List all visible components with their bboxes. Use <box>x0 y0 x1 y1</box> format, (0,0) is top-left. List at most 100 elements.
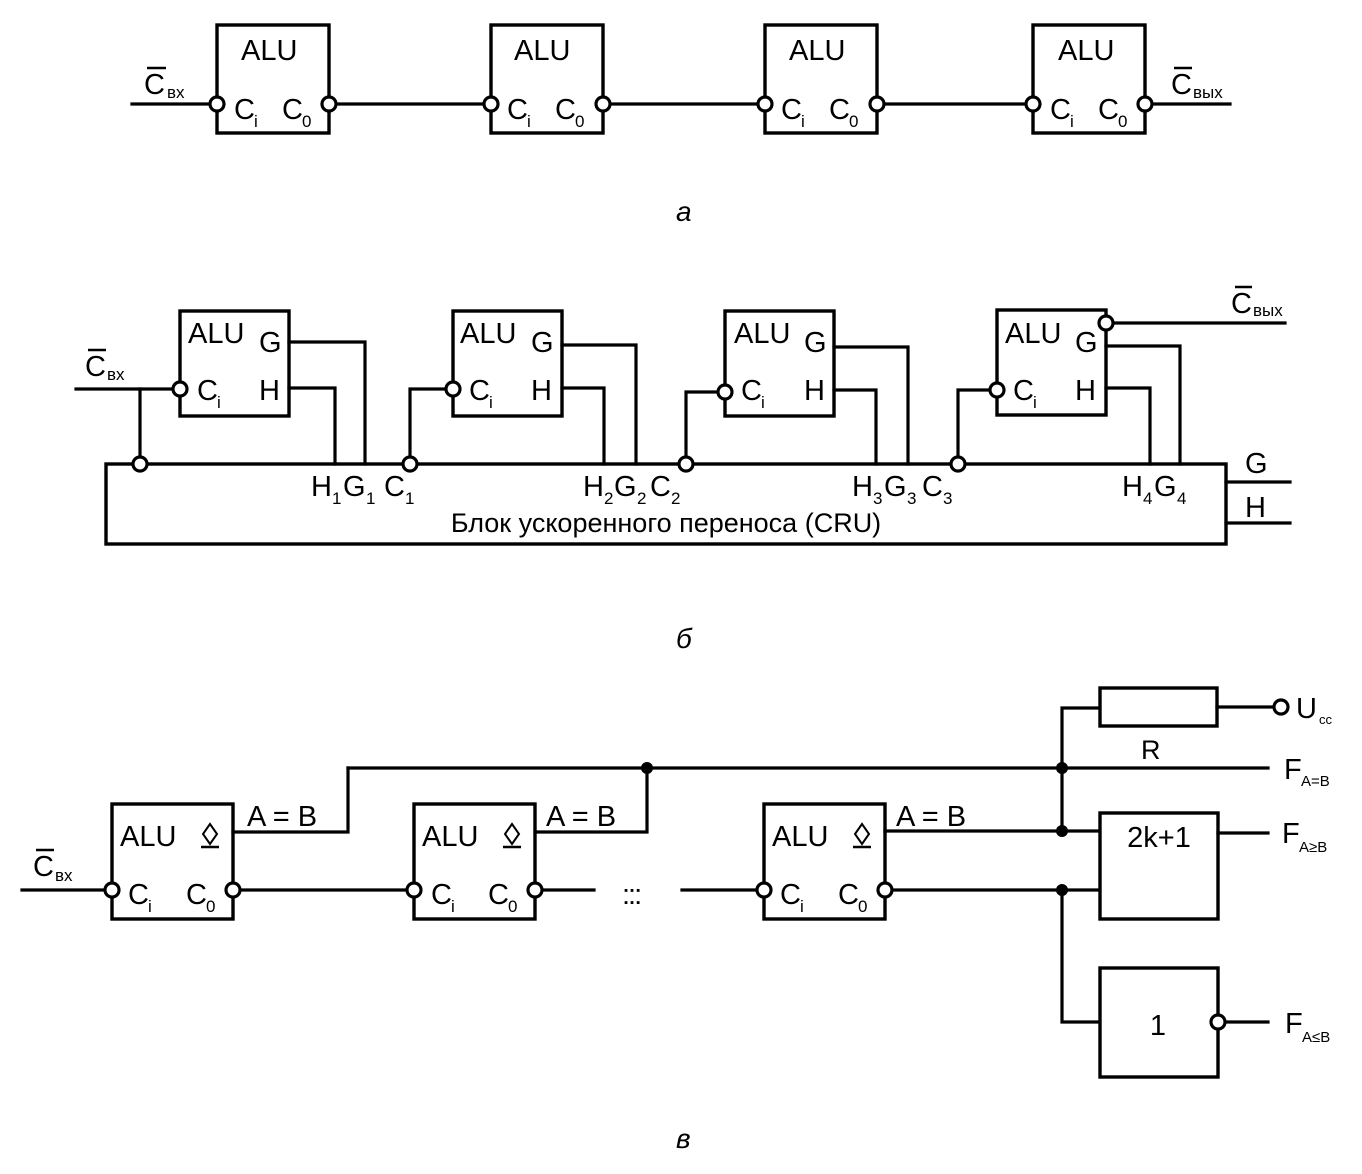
h-wire <box>1104 386 1152 466</box>
inversion-circle <box>594 95 612 113</box>
ci-label: C <box>507 94 528 126</box>
input-label-sub: вх <box>167 83 185 102</box>
resistor-label: R <box>1141 735 1161 765</box>
ci-label: C <box>234 94 255 126</box>
resistor <box>1098 686 1219 728</box>
inversion-circle <box>103 881 121 899</box>
inversion-circle <box>868 95 886 113</box>
panel-b: Блок ускоренного переноса (CRU) C вх ALU… <box>74 285 1292 654</box>
alu-box <box>489 23 605 135</box>
ci-sub: i <box>1033 393 1037 412</box>
h-wire <box>560 386 606 466</box>
alu-block: ALU G C i H <box>995 308 1108 417</box>
co-label: C <box>488 879 509 911</box>
supply-label-sub: cc <box>1319 712 1333 727</box>
pin-g: G <box>614 471 637 503</box>
inversion-circle <box>1136 95 1154 113</box>
alu-box <box>762 802 887 921</box>
co-label: C <box>829 94 850 126</box>
pin-g-sub: 4 <box>1177 489 1186 508</box>
eq-wire <box>231 766 350 834</box>
inversion-markers <box>103 881 1227 1031</box>
ci-label: C <box>741 375 762 407</box>
inversion-circle <box>526 881 544 899</box>
input-label-main: C <box>85 351 106 383</box>
alu-title: ALU <box>789 35 845 67</box>
ci-label: C <box>780 879 801 911</box>
alu-block: ALU C i C 0 <box>762 802 887 921</box>
co-sub: 0 <box>1118 112 1127 131</box>
alu-title: ALU <box>734 318 790 350</box>
alu-box <box>215 23 331 135</box>
g-wire <box>560 343 638 466</box>
h-wire <box>832 388 878 466</box>
alu-box <box>723 309 836 418</box>
ci-label: C <box>781 94 802 126</box>
junction-dot <box>1056 884 1068 896</box>
cru-pin-labels-2: H 2 G 2 C 2 <box>583 471 680 508</box>
input-label-main: C <box>144 69 165 101</box>
alu-title: ALU <box>514 35 570 67</box>
cru-g-output-label: G <box>1245 448 1268 480</box>
alu-title: ALU <box>422 821 478 853</box>
alu-box <box>412 802 537 921</box>
open-collector-icon <box>503 822 521 849</box>
junction-dots <box>641 762 1068 896</box>
ci-sub: i <box>451 897 455 916</box>
co-label: C <box>186 879 207 911</box>
inversion-circle <box>444 380 462 398</box>
pin-g-sub: 2 <box>637 489 646 508</box>
co-sub: 0 <box>849 112 858 131</box>
alu-title: ALU <box>120 821 176 853</box>
ci-sub: i <box>761 393 765 412</box>
panel-caption: а <box>676 196 692 227</box>
pin-c-sub: 3 <box>943 489 952 508</box>
pin-c-sub: 1 <box>405 489 414 508</box>
panel-caption: в <box>676 1123 691 1154</box>
inversion-circle <box>171 380 189 398</box>
open-collector-icon <box>853 822 871 849</box>
pin-h: H <box>311 471 332 503</box>
inversion-circle <box>482 95 500 113</box>
co-sub: 0 <box>508 897 517 916</box>
inversion-circle <box>320 95 338 113</box>
ci-sub: i <box>254 112 258 131</box>
pin-g: G <box>343 471 366 503</box>
cru-label: Блок ускоренного переноса (CRU) <box>451 508 881 538</box>
junction-dot <box>641 762 653 774</box>
pin-g-sub: 3 <box>907 489 916 508</box>
inversion-circle <box>401 455 419 473</box>
ci-label: C <box>197 375 218 407</box>
output-label-sub: A=B <box>1301 773 1330 790</box>
open-collector-icon <box>201 822 219 849</box>
pin-c-sub: 2 <box>671 489 680 508</box>
panel-caption: б <box>676 623 693 654</box>
ci-sub: i <box>148 897 152 916</box>
pin-h-sub: 2 <box>604 489 613 508</box>
pin-g: G <box>1154 471 1177 503</box>
pin-c: C <box>922 471 943 503</box>
inversion-circle <box>208 95 226 113</box>
alu-title: ALU <box>772 821 828 853</box>
ci-label: C <box>1050 94 1071 126</box>
alu-box <box>763 23 879 135</box>
alu-title: ALU <box>188 318 244 350</box>
ci-sub: i <box>1070 112 1074 131</box>
input-label: C вх <box>144 66 185 102</box>
pin-c: C <box>650 471 671 503</box>
alu-title: ALU <box>1058 35 1114 67</box>
alu-block: ALU C i C 0 <box>489 23 605 135</box>
output-le: F A≤B <box>1285 1008 1330 1046</box>
majority-gate-label: 2k+1 <box>1127 822 1191 854</box>
ci-label: C <box>469 375 490 407</box>
carry-wire <box>684 390 722 466</box>
co-sub: 0 <box>302 112 311 131</box>
co-sub: 0 <box>206 897 215 916</box>
input-label: C вх <box>33 848 73 885</box>
output-label-main: C <box>1231 288 1252 320</box>
ci-sub: i <box>527 112 531 131</box>
inversion-circle <box>716 383 734 401</box>
cru-block <box>104 462 1228 546</box>
inversion-circle <box>1097 314 1115 332</box>
